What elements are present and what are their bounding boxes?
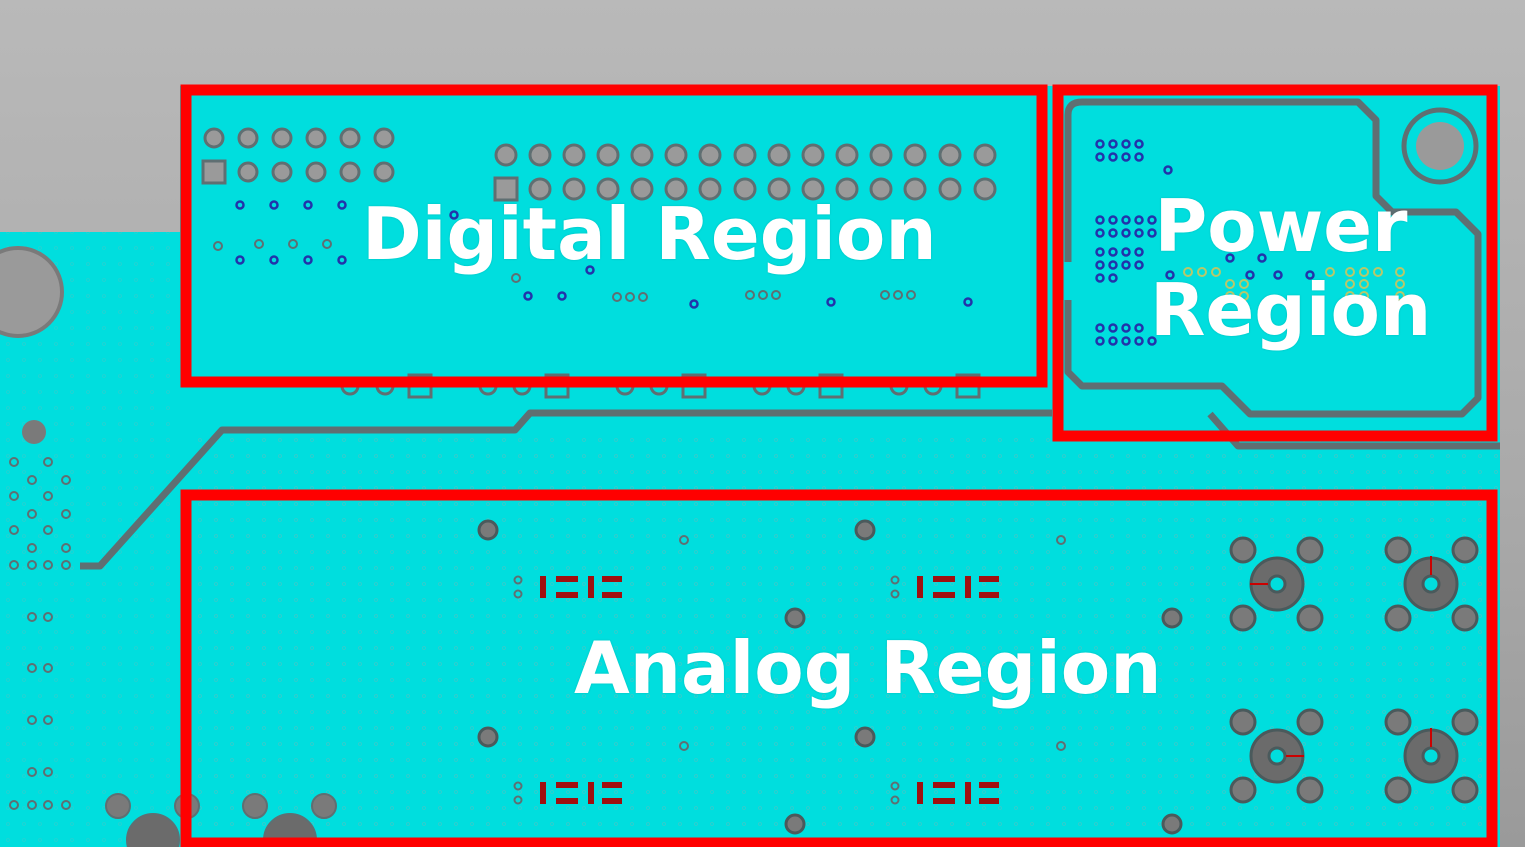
power-via-clusters (1095, 139, 1315, 346)
bnc-connectors (1229, 536, 1479, 804)
mounting-holes (0, 107, 1479, 444)
red-spokes (1250, 556, 1432, 757)
analog-region-outline (180, 489, 1498, 847)
ground-traces (80, 98, 1500, 570)
digital-small-pads (213, 239, 916, 302)
analog-large-pads (477, 519, 1183, 835)
digital-vias (235, 200, 973, 309)
digital-region-label: Digital Region (362, 192, 937, 276)
digital-components (201, 127, 997, 399)
digital-region-outline (180, 84, 1048, 388)
power-region-outline (1052, 84, 1498, 442)
power-test-pads (1183, 267, 1405, 301)
analog-components (477, 519, 1479, 835)
header-6x2 (201, 127, 395, 185)
header-15x2 (493, 143, 997, 202)
analog-region-label: Analog Region (574, 626, 1162, 710)
power-components (1095, 139, 1405, 346)
analog-small-vias (513, 535, 1066, 805)
power-region-label: Power Region (1150, 184, 1432, 352)
resistor-footprints (540, 576, 999, 804)
